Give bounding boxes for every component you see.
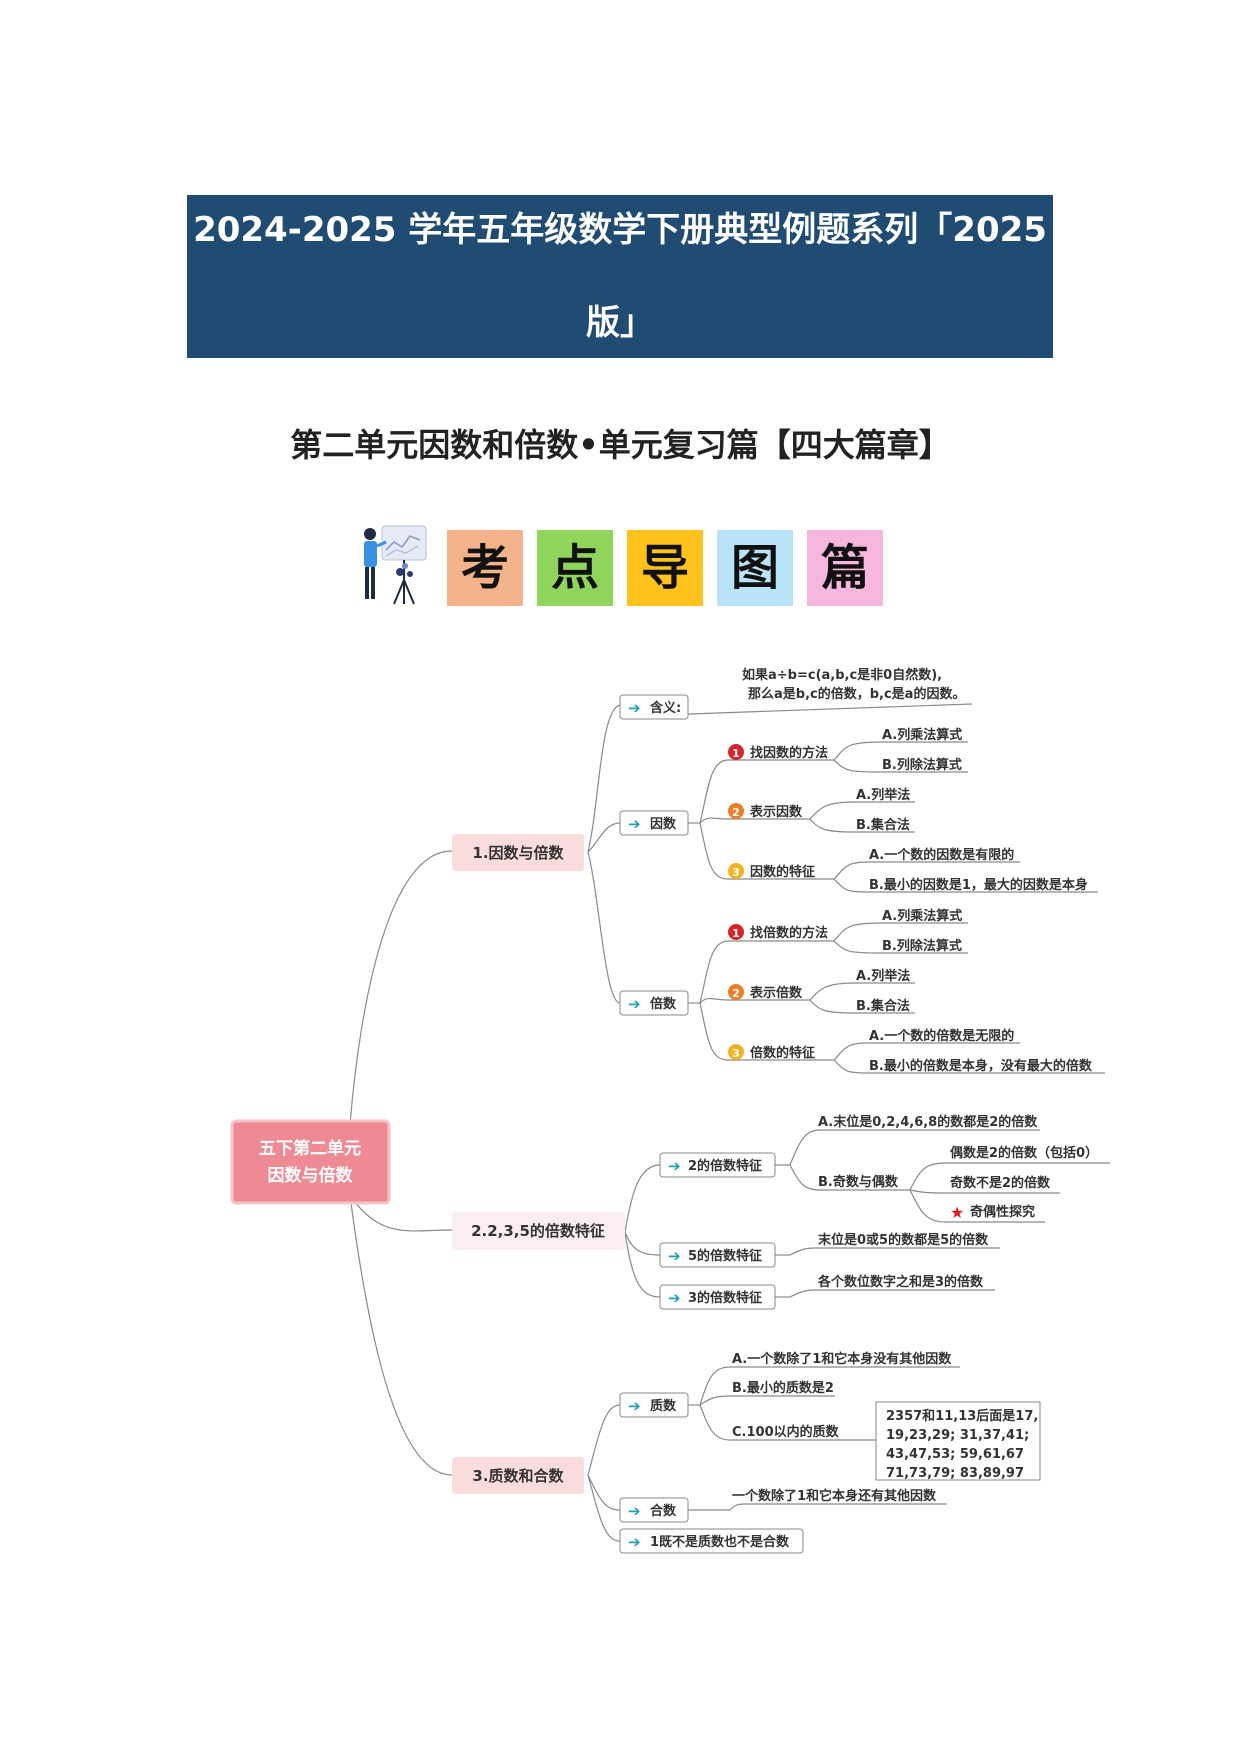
f2a-label: A.列举法 <box>856 787 910 803</box>
m2a-label: A.列举法 <box>856 968 910 984</box>
f3b-label: B.最小的因数是1，最大的因数是本身 <box>869 877 1088 893</box>
multiple-label: 倍数 <box>650 996 677 1012</box>
svg-text:3: 3 <box>732 1047 740 1060</box>
m1a-label: A.列乘法算式 <box>882 908 962 924</box>
m1b-label: B.列除法算式 <box>882 938 962 954</box>
svg-text:1: 1 <box>732 927 740 940</box>
one-label: 1既不是质数也不是合数 <box>650 1534 790 1550</box>
m2b-label: B.集合法 <box>856 998 910 1014</box>
tile-dao: 导 <box>627 530 703 606</box>
tile-tu: 图 <box>717 530 793 606</box>
arrow-icon: ➔ <box>628 1533 641 1551</box>
prime-list-line-4: 71,73,79; 83,89,97 <box>886 1466 1024 1481</box>
arrow-icon: ➔ <box>628 699 641 717</box>
factor-label: 因数 <box>650 816 677 832</box>
title-line-1: 2024-2025 学年五年级数学下册典型例题系列「2025 <box>193 210 1047 250</box>
root-line-2: 因数与倍数 <box>268 1165 354 1186</box>
presenter-illustration <box>364 525 427 605</box>
f1a-label: A.列乘法算式 <box>882 727 962 743</box>
page-subtitle: 第二单元因数和倍数•单元复习篇【四大篇章】 <box>290 426 951 464</box>
prime-a-label: A.一个数除了1和它本身没有其他因数 <box>732 1351 952 1367</box>
star-icon: ★ <box>950 1203 964 1222</box>
meaning-text-1: 如果a÷b=c(a,b,c是非0自然数), <box>742 667 942 683</box>
tile-dian: 点 <box>537 530 613 606</box>
tile-pian: 篇 <box>807 530 883 606</box>
svg-text:1: 1 <box>732 747 740 760</box>
f2b-label: B.集合法 <box>856 817 910 833</box>
num-badge-3: 3 <box>728 1044 744 1060</box>
arrow-icon: ➔ <box>668 1247 681 1265</box>
f3a-label: A.一个数的因数是有限的 <box>869 847 1014 863</box>
node-prime: ➔ 质数 <box>619 1392 689 1418</box>
prime-list-line-2: 19,23,29; 31,37,41; <box>886 1428 1029 1443</box>
node-two: ➔ 2的倍数特征 <box>659 1152 776 1178</box>
two-a-label: A.末位是0,2,4,6,8的数都是2的倍数 <box>818 1114 1038 1130</box>
svg-text:3: 3 <box>732 866 740 879</box>
f1b-label: B.列除法算式 <box>882 757 962 773</box>
title-line-2: 版」 <box>586 303 654 343</box>
node-three: ➔ 3的倍数特征 <box>659 1284 776 1310</box>
branch-2-label: 2.2,3,5的倍数特征 <box>471 1222 605 1240</box>
arrow-icon: ➔ <box>668 1157 681 1175</box>
num-badge-1: 1 <box>728 744 744 760</box>
even-label: 偶数是2的倍数（包括0） <box>950 1145 1098 1161</box>
prime-b-label: B.最小的质数是2 <box>732 1380 834 1396</box>
mindmap-root: 五下第二单元 因数与倍数 <box>230 1119 391 1205</box>
arrow-icon: ➔ <box>628 1397 641 1415</box>
m3a-label: A.一个数的倍数是无限的 <box>869 1028 1014 1044</box>
m2-label: 表示倍数 <box>749 985 803 1001</box>
meaning-text-2: 那么a是b,c的倍数，b,c是a的因数。 <box>748 686 965 702</box>
branch-3-label: 3.质数和合数 <box>472 1467 564 1485</box>
node-five: ➔ 5的倍数特征 <box>659 1242 776 1268</box>
two-b-label: B.奇数与偶数 <box>818 1174 899 1190</box>
branch-1-label: 1.因数与倍数 <box>472 844 564 862</box>
root-line-1: 五下第二单元 <box>259 1138 361 1159</box>
arrow-icon: ➔ <box>628 815 641 833</box>
f2-label: 表示因数 <box>749 804 803 820</box>
arrow-icon: ➔ <box>628 995 641 1013</box>
three-label: 3的倍数特征 <box>688 1290 762 1306</box>
tile-kao: 考 <box>447 530 523 606</box>
f1-label: 找因数的方法 <box>750 745 828 761</box>
odd-label: 奇数不是2的倍数 <box>950 1175 1051 1191</box>
node-one: ➔ 1既不是质数也不是合数 <box>619 1528 804 1554</box>
branch-node-2: 2.2,3,5的倍数特征 <box>452 1212 625 1250</box>
prime-list-box: 2357和11,13后面是17, 19,23,29; 31,37,41; 43,… <box>875 1401 1041 1481</box>
branch-node-1: 1.因数与倍数 <box>452 834 584 871</box>
connector-lines <box>349 703 1110 1542</box>
node-meaning: ➔ 含义: <box>619 694 689 720</box>
prime-list-line-3: 43,47,53; 59,61,67 <box>886 1447 1024 1462</box>
prime-c-label: C.100以内的质数 <box>732 1424 840 1440</box>
prime-list-line-1: 2357和11,13后面是17, <box>886 1408 1038 1424</box>
arrow-icon: ➔ <box>628 1502 641 1520</box>
meaning-label: 含义: <box>649 700 681 716</box>
m3b-label: B.最小的倍数是本身，没有最大的倍数 <box>869 1058 1093 1074</box>
node-factor: ➔ 因数 <box>619 810 689 836</box>
arrow-icon: ➔ <box>668 1289 681 1307</box>
prime-label: 质数 <box>650 1398 677 1414</box>
num-badge-3: 3 <box>728 863 744 879</box>
m3-label: 倍数的特征 <box>750 1045 815 1061</box>
five-text: 末位是0或5的数都是5的倍数 <box>817 1232 989 1248</box>
five-label: 5的倍数特征 <box>688 1248 762 1264</box>
svg-text:2: 2 <box>732 987 740 1000</box>
title-banner: 2024-2025 学年五年级数学下册典型例题系列「2025 版」 <box>187 195 1053 358</box>
svg-text:2: 2 <box>732 806 740 819</box>
composite-text: 一个数除了1和它本身还有其他因数 <box>732 1488 937 1504</box>
branch-node-3: 3.质数和合数 <box>452 1457 584 1494</box>
num-badge-1: 1 <box>728 924 744 940</box>
parity-label: 奇偶性探究 <box>970 1204 1035 1220</box>
f3-label: 因数的特征 <box>750 864 815 880</box>
num-badge-2: 2 <box>728 803 744 819</box>
two-label: 2的倍数特征 <box>688 1158 762 1174</box>
num-badge-2: 2 <box>728 984 744 1000</box>
composite-label: 合数 <box>650 1503 677 1519</box>
node-composite: ➔ 合数 <box>619 1497 689 1523</box>
m1-label: 找倍数的方法 <box>750 925 828 941</box>
three-text: 各个数位数字之和是3的倍数 <box>817 1274 984 1290</box>
node-multiple: ➔ 倍数 <box>619 990 689 1016</box>
